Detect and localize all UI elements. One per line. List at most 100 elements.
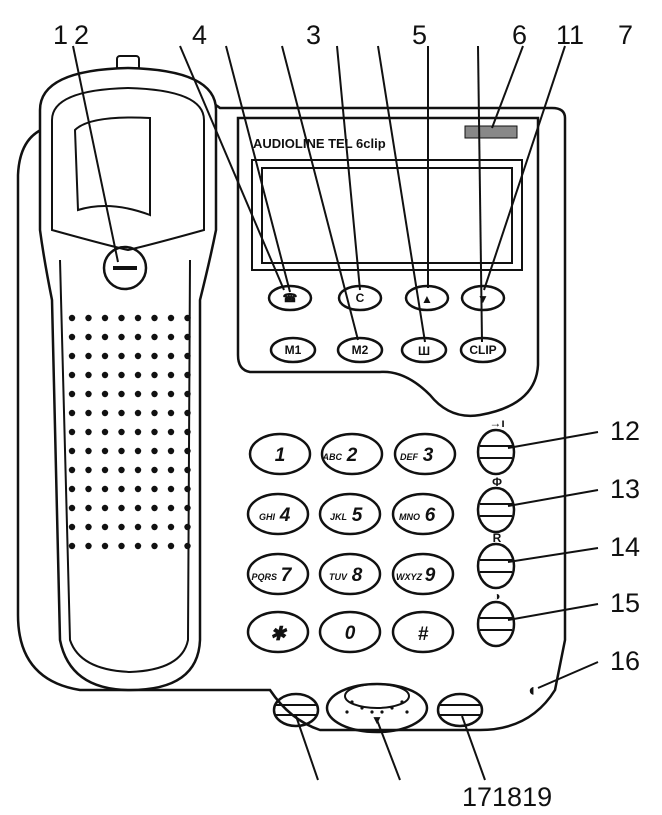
grille-hole <box>151 409 158 417</box>
recall-button[interactable]: R <box>476 531 516 590</box>
key-4-letters: GHI <box>259 512 276 522</box>
m1-button[interactable]: M1 <box>269 336 317 364</box>
key-3-label: 3 <box>423 445 434 466</box>
key-9-label: 9 <box>425 565 436 586</box>
grille-hole <box>184 466 191 474</box>
intercom-icon: Φ <box>492 475 502 489</box>
grille-hole <box>101 428 109 436</box>
key-5[interactable]: JKL 5 <box>318 492 382 536</box>
grille-hole <box>118 447 125 455</box>
grille-hole <box>85 314 92 322</box>
volume-up-button[interactable] <box>436 692 484 728</box>
key-3[interactable]: DEF 3 <box>393 432 457 476</box>
down-button[interactable]: ▼ <box>460 284 506 312</box>
callout-6: 6 <box>512 20 527 50</box>
power-icon: ◖ <box>526 680 537 700</box>
key-8[interactable]: TUV 8 <box>318 552 382 596</box>
grille-hole <box>167 390 175 398</box>
callout-16: 16 <box>610 646 640 676</box>
speaker-icon <box>345 700 409 714</box>
grille-hole <box>184 542 191 550</box>
grille-hole <box>118 428 125 436</box>
grille-hole <box>167 352 175 360</box>
grille-hole <box>68 542 76 550</box>
down-button-label: ▼ <box>477 292 489 306</box>
grille-hole <box>167 371 175 379</box>
grille-hole <box>151 542 158 550</box>
grille-hole <box>68 428 76 436</box>
grille-hole <box>68 504 76 512</box>
grille-hole <box>101 542 109 550</box>
speaker-hole <box>350 700 354 704</box>
phonebook-button[interactable]: ☎ <box>267 284 313 312</box>
intercom-button[interactable]: Φ <box>476 475 516 534</box>
grille-hole <box>151 485 158 493</box>
grille-hole <box>167 428 175 436</box>
grille-hole <box>184 523 191 531</box>
mute-button[interactable]: ◑ <box>476 589 516 648</box>
key-9[interactable]: WXYZ 9 <box>391 552 455 596</box>
speaker-hole <box>360 706 364 710</box>
grille-hole <box>151 371 158 379</box>
grille-hole <box>85 447 92 455</box>
redial-icon: →ı <box>489 416 504 430</box>
key-2[interactable]: ABC 2 <box>320 432 384 476</box>
key-8-label: 8 <box>352 565 363 586</box>
leader-lines <box>72 45 599 781</box>
grille-hole <box>184 352 191 360</box>
m2-button[interactable]: M2 <box>336 336 384 364</box>
key-7-label: 7 <box>281 565 293 586</box>
grille-hole <box>68 371 76 379</box>
grille-hole <box>184 428 191 436</box>
key-2-letters: ABC <box>322 452 343 462</box>
grille-hole <box>134 428 142 436</box>
grille-hole <box>167 504 175 512</box>
grille-hole <box>68 485 76 493</box>
grille-hole <box>118 352 125 360</box>
grille-hole <box>151 314 158 322</box>
display-indicator <box>464 125 518 139</box>
key-5-label: 5 <box>352 505 363 526</box>
key-hash-label: # <box>418 624 429 645</box>
hook-button[interactable] <box>102 245 148 291</box>
key-1[interactable]: 1 <box>248 432 312 476</box>
grille-hole <box>151 523 158 531</box>
key-hash[interactable]: # <box>391 610 455 654</box>
callout-11: 11 <box>556 20 584 50</box>
grille-hole <box>85 466 92 474</box>
callout-12: 12 <box>610 416 640 446</box>
speaker-hole <box>405 710 409 714</box>
grille-hole <box>151 390 158 398</box>
grille-hole <box>184 314 191 322</box>
grille-hole <box>184 333 191 341</box>
grille-hole <box>68 390 76 398</box>
m1-button-label: M1 <box>285 343 302 357</box>
grille-hole <box>134 523 142 531</box>
grille-hole <box>118 542 125 550</box>
grille-hole <box>68 409 76 417</box>
grille-hole <box>118 314 125 322</box>
grille-hole <box>68 352 76 360</box>
key-6[interactable]: MNO 6 <box>391 492 455 536</box>
grille-hole <box>167 314 175 322</box>
clip-button[interactable]: CLIP <box>459 336 507 364</box>
redial-button[interactable]: →ı <box>476 416 516 476</box>
grille-hole <box>167 333 175 341</box>
grille-hole <box>167 485 175 493</box>
grille-hole <box>85 504 92 512</box>
speaker-hole <box>345 710 349 714</box>
grille-hole <box>184 371 191 379</box>
key-star[interactable]: ✱ <box>246 610 310 654</box>
key-0[interactable]: 0 <box>318 610 382 654</box>
grille-hole <box>184 409 191 417</box>
recall-icon: R <box>493 531 502 545</box>
key-4[interactable]: GHI 4 <box>246 492 310 536</box>
handset[interactable] <box>38 66 218 692</box>
grille-hole <box>134 314 142 322</box>
key-7[interactable]: PQRS 7 <box>246 552 310 596</box>
grille-hole <box>101 314 109 322</box>
key-7-letters: PQRS <box>251 572 277 582</box>
volume-down-button[interactable] <box>272 692 320 728</box>
grille-hole <box>85 333 92 341</box>
grille-hole <box>151 466 158 474</box>
